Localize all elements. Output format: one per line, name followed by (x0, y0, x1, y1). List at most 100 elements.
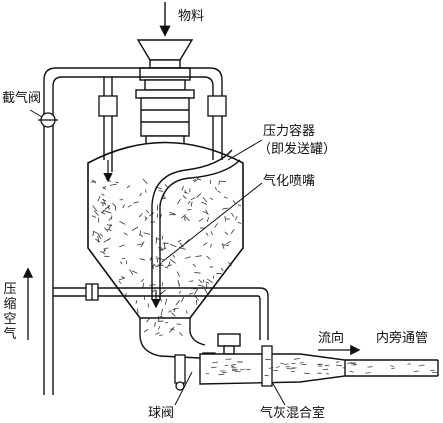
powder-mark (152, 289, 156, 293)
pipe-powder-mark (319, 363, 323, 366)
powder-mark (149, 257, 152, 261)
powder-mark (235, 216, 238, 220)
powder-mark (177, 279, 180, 287)
powder-mark (164, 298, 168, 305)
powder-mark (107, 206, 111, 210)
powder-mark (100, 251, 106, 255)
powder-mark (210, 243, 212, 248)
powder-mark (197, 284, 205, 287)
powder-mark (99, 233, 104, 237)
pipe-powder-mark (324, 364, 330, 367)
pipe-powder-mark (293, 358, 300, 360)
pipe-powder-mark (291, 367, 295, 369)
powder-mark (137, 243, 143, 246)
conveying-pipe-label: 内旁通管 (376, 331, 429, 346)
powder-mark (171, 312, 176, 317)
powder-mark (147, 303, 149, 308)
powder-mark (223, 196, 228, 199)
powder-mark (172, 307, 179, 311)
powder-mark (156, 256, 159, 263)
powder-mark (106, 224, 113, 227)
powder-mark (104, 204, 111, 210)
powder-mark (140, 241, 145, 248)
powder-mark (156, 204, 159, 211)
powder-mark (146, 317, 151, 323)
powder-mark (181, 214, 186, 219)
powder-mark (137, 308, 139, 314)
powder-mark (139, 258, 146, 261)
powder-mark (210, 197, 213, 200)
powder-mark (108, 217, 112, 221)
powder-mark (104, 227, 109, 233)
cutoff-valve-leader (29, 109, 43, 118)
pipe-powder-mark (245, 368, 251, 371)
powder-mark (155, 237, 158, 244)
powder-mark (102, 198, 107, 202)
pipe-powder-mark (268, 367, 274, 369)
powder-mark (198, 279, 203, 284)
powder-mark (101, 193, 105, 196)
powder-mark (220, 268, 224, 272)
powder-mark (140, 278, 144, 283)
powder-mark (175, 299, 180, 306)
powder-mark (127, 204, 132, 208)
cutoff-valve-icon (38, 112, 58, 128)
pipe-powder-mark (211, 366, 217, 369)
mixing-chamber-flange (261, 345, 273, 387)
powder-mark (217, 190, 221, 193)
powder-mark (226, 241, 231, 245)
powder-mark (97, 196, 101, 202)
pipe-powder-mark (407, 363, 411, 365)
powder-mark (192, 263, 197, 268)
powder-mark (187, 200, 191, 205)
powder-mark (190, 201, 193, 207)
pipe-powder-mark (291, 367, 297, 369)
powder-mark (154, 321, 156, 328)
powder-mark (123, 232, 128, 236)
powder-mark (172, 254, 176, 258)
powder-mark (224, 231, 229, 235)
powder-mark (157, 326, 161, 330)
powder-fill (90, 178, 242, 336)
powder-mark (198, 217, 204, 222)
powder-mark (206, 278, 213, 284)
powder-mark (166, 264, 172, 267)
pressure-vessel-body (87, 141, 244, 319)
powder-mark (97, 232, 102, 240)
powder-mark (160, 292, 164, 295)
powder-mark (93, 210, 99, 216)
pipe-powder-mark (222, 371, 228, 374)
pipe-powder-mark (304, 372, 310, 375)
powder-mark (216, 272, 222, 275)
powder-mark (139, 192, 143, 197)
powder-mark (118, 280, 122, 284)
pipe-powder-mark (280, 362, 284, 365)
pipe-powder-mark (335, 364, 343, 367)
ball-valve-leader (174, 371, 193, 406)
powder-mark (184, 191, 189, 194)
powder-mark (100, 211, 106, 215)
powder-mark (204, 288, 209, 295)
pipe-powder-mark (365, 372, 371, 374)
powder-mark (205, 232, 209, 236)
powder-mark (126, 185, 131, 189)
pipe-powder-mark (418, 364, 425, 367)
powder-mark (133, 201, 139, 204)
powder-mark (156, 213, 159, 219)
powder-mark (214, 223, 218, 228)
mixing-chamber-label: 气灰混合室 (260, 406, 326, 421)
powder-mark (176, 271, 181, 277)
powder-mark (206, 217, 210, 222)
powder-mark (210, 231, 213, 236)
powder-mark (232, 200, 236, 204)
powder-mark (161, 235, 164, 240)
powder-mark (202, 242, 208, 246)
powder-mark (115, 181, 119, 184)
powder-mark (120, 276, 126, 279)
powder-mark (97, 235, 99, 243)
pipe-powder-mark (230, 364, 236, 366)
powder-mark (202, 197, 208, 203)
conveying-pipe (345, 359, 439, 377)
nozzle-leader (161, 182, 263, 263)
powder-mark (188, 292, 194, 295)
